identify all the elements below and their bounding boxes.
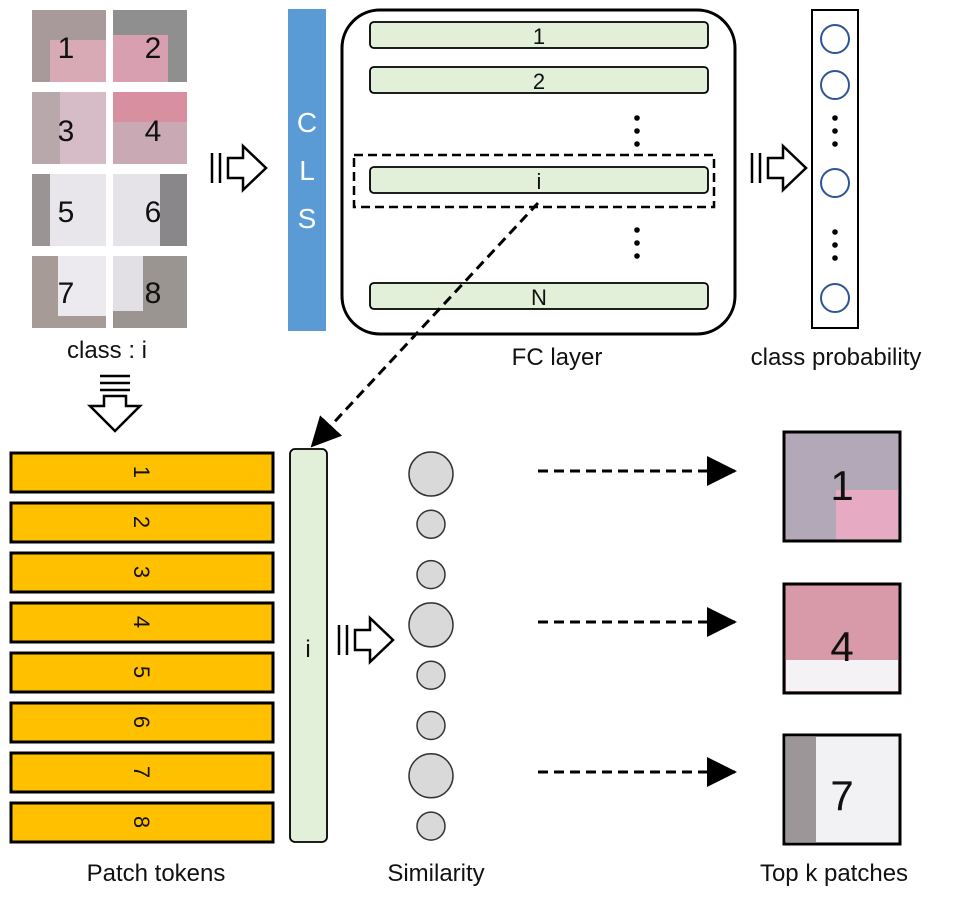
patch-token-label: 7 bbox=[129, 766, 154, 778]
fc-row: 1 bbox=[369, 21, 709, 49]
patch-tile: 2 bbox=[113, 10, 187, 82]
patch-number: 5 bbox=[58, 196, 75, 229]
similarity-caption: Similarity bbox=[387, 860, 484, 887]
patch-number: 7 bbox=[58, 277, 75, 310]
fc-row: i bbox=[369, 166, 709, 194]
cls-letter: L bbox=[299, 155, 315, 186]
class-probability-caption: class probability bbox=[751, 344, 922, 371]
probability-node bbox=[820, 168, 850, 198]
weight-vector-label: i bbox=[305, 636, 310, 663]
patch-tile: 3 bbox=[32, 92, 106, 164]
patch-tile: 5 bbox=[32, 174, 106, 246]
patch-tile: 7 bbox=[32, 256, 106, 328]
hollow-arrow-right-icon bbox=[337, 615, 395, 665]
patch-number: 8 bbox=[145, 277, 162, 310]
similarity-column: Similarity bbox=[387, 451, 485, 887]
similarity-score-low bbox=[416, 660, 446, 690]
patch-tile: 4 bbox=[113, 92, 187, 164]
fc-layer: 1 2 i N FC layer bbox=[340, 8, 737, 371]
patch-tile: 1 bbox=[32, 10, 106, 82]
patch-tile: 8 bbox=[113, 256, 187, 328]
patch-token-label: 8 bbox=[129, 816, 154, 828]
input-image: 1 2 3 4 5 6 7 bbox=[32, 10, 187, 364]
hollow-arrow-right-icon bbox=[210, 143, 268, 193]
vertical-ellipsis-icon bbox=[634, 115, 640, 147]
patch-tokens-caption: Patch tokens bbox=[87, 860, 226, 887]
patch-token: 3 bbox=[9, 551, 275, 594]
patch-token: 2 bbox=[9, 501, 275, 544]
patch-token-label: 4 bbox=[129, 616, 154, 628]
vertical-ellipsis-icon bbox=[832, 115, 838, 147]
top-k-patches: 1 4 7 Top k patches bbox=[760, 430, 908, 887]
probability-node bbox=[820, 283, 850, 313]
fc-row-label: 2 bbox=[533, 69, 545, 94]
patch-token-label: 6 bbox=[129, 716, 154, 728]
top-k-patch: 4 bbox=[782, 582, 902, 695]
similarity-score-high bbox=[408, 753, 454, 799]
similarity-score-low bbox=[416, 811, 446, 841]
vertical-ellipsis-icon bbox=[634, 227, 640, 259]
fc-layer-caption: FC layer bbox=[512, 344, 603, 371]
patch-token: 6 bbox=[9, 701, 275, 744]
fc-row: N bbox=[369, 282, 709, 310]
patch-token-label: 1 bbox=[129, 466, 154, 478]
probability-node bbox=[820, 70, 850, 100]
top-k-patch-number: 4 bbox=[830, 623, 853, 670]
patch-number: 3 bbox=[58, 115, 75, 148]
patch-tile: 6 bbox=[113, 174, 187, 246]
patch-token: 5 bbox=[9, 651, 275, 694]
class-probability-vector: class probability bbox=[751, 9, 922, 371]
patch-token-label: 2 bbox=[129, 516, 154, 528]
patch-token: 4 bbox=[9, 601, 275, 644]
patch-number: 2 bbox=[145, 32, 162, 65]
similarity-score-high bbox=[408, 451, 454, 497]
vertical-ellipsis-icon bbox=[832, 229, 838, 261]
similarity-score-low bbox=[416, 710, 446, 741]
fc-row: 2 bbox=[369, 66, 709, 94]
cls-token: C L S bbox=[288, 9, 326, 331]
selected-weight-arrow bbox=[310, 201, 540, 448]
patch-number: 6 bbox=[145, 196, 162, 229]
similarity-score-low bbox=[416, 559, 446, 590]
top-k-patch: 1 bbox=[782, 430, 902, 543]
patch-token: 7 bbox=[9, 751, 275, 794]
patch-number: 1 bbox=[58, 32, 75, 65]
hollow-arrow-right-icon bbox=[750, 143, 808, 193]
patch-number: 4 bbox=[145, 115, 162, 148]
input-class-caption: class : i bbox=[67, 337, 147, 364]
top-k-caption: Top k patches bbox=[760, 860, 908, 887]
top-k-patch: 7 bbox=[782, 733, 902, 846]
similarity-score-low bbox=[416, 509, 446, 540]
cls-letter: S bbox=[298, 203, 317, 234]
hollow-arrow-down-icon bbox=[86, 374, 144, 433]
patch-token: 8 bbox=[9, 801, 275, 844]
top-k-patch-number: 7 bbox=[830, 772, 853, 819]
fc-row-label: N bbox=[531, 285, 547, 310]
fc-row-label: 1 bbox=[533, 24, 545, 49]
top-k-patch-number: 1 bbox=[830, 462, 853, 509]
patch-token: 1 bbox=[9, 451, 275, 494]
patch-token-label: 3 bbox=[129, 566, 154, 578]
patch-token-label: 5 bbox=[129, 666, 154, 678]
cls-letter: C bbox=[297, 107, 317, 138]
patch-tokens: 1 2 3 4 5 6 7 8 Patch tokens bbox=[9, 451, 275, 887]
probability-node bbox=[820, 24, 850, 54]
fc-row-label: i bbox=[537, 169, 542, 194]
selected-weight-vector: i bbox=[289, 448, 328, 843]
similarity-score-high bbox=[408, 602, 454, 648]
